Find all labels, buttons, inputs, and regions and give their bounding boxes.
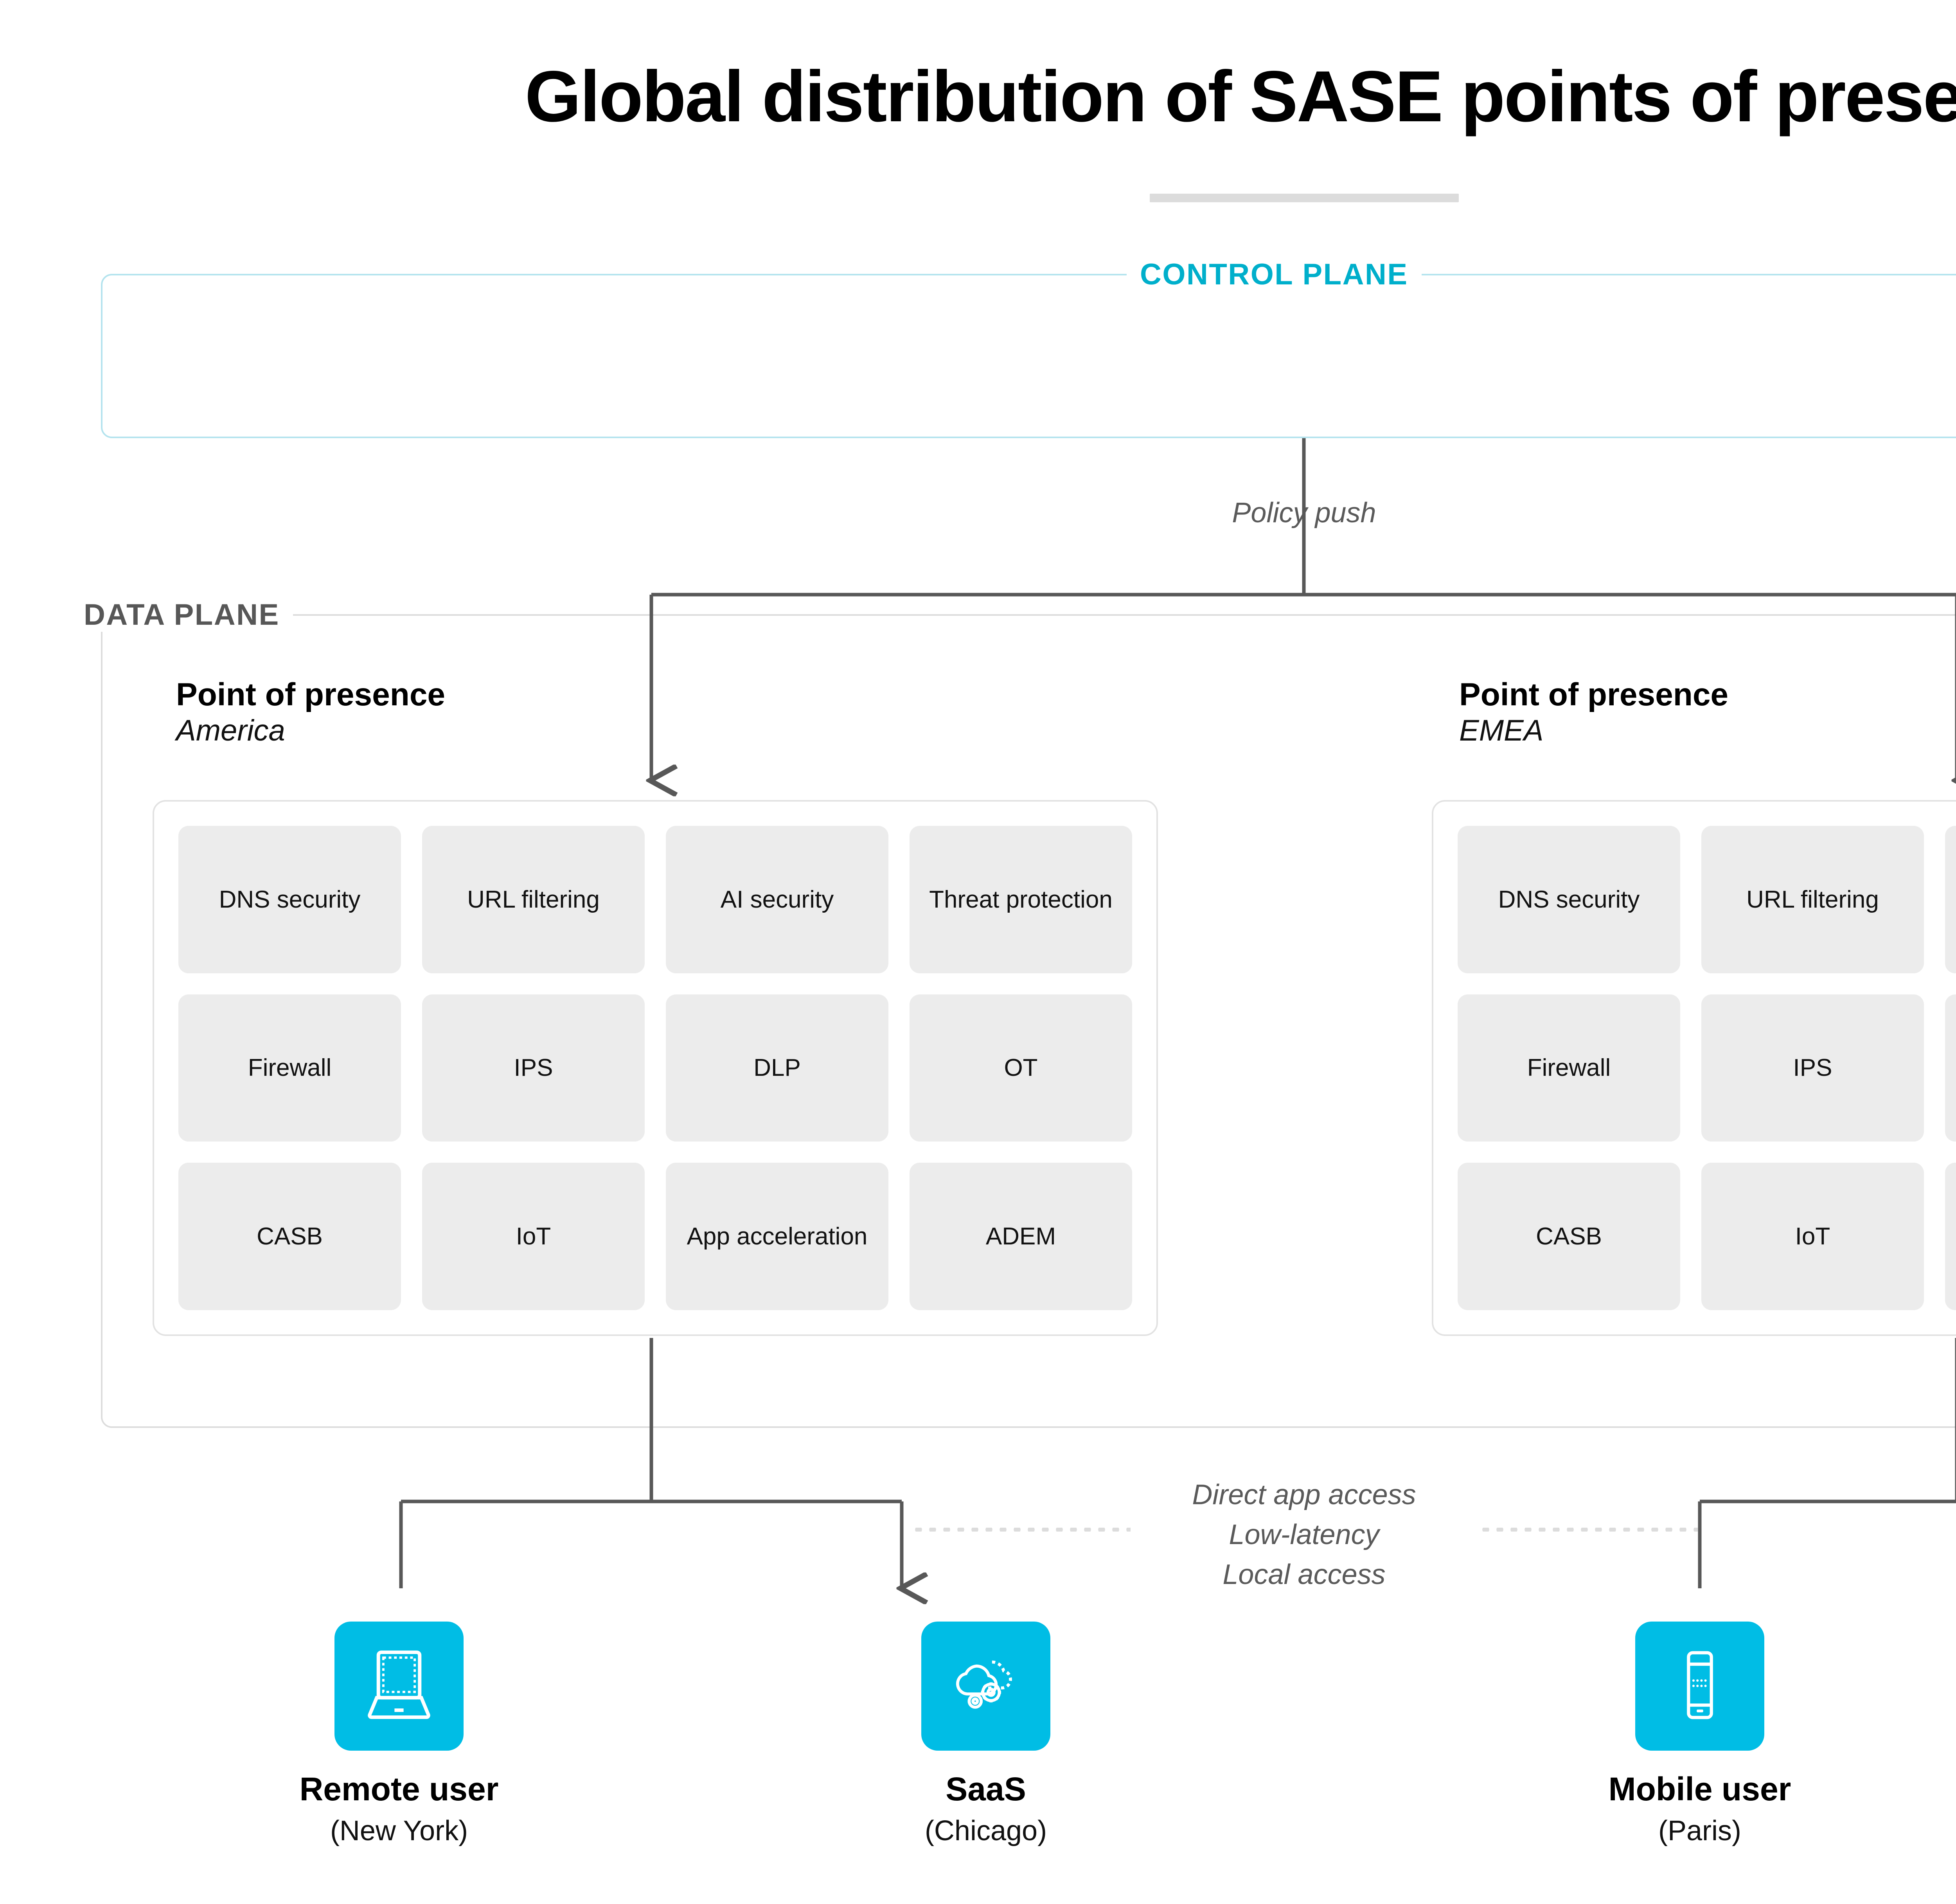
service-tile[interactable]: IPS — [422, 994, 645, 1142]
access-note: Low-latency — [1229, 1519, 1379, 1551]
endpoint-mobile-user[interactable]: Mobile user (Paris) — [1582, 1622, 1817, 1847]
service-tile[interactable]: ADEM — [910, 1163, 1132, 1310]
title-divider — [1149, 194, 1459, 202]
endpoint-label: Remote user — [299, 1771, 499, 1807]
endpoint-icon-tile — [334, 1622, 464, 1751]
access-note: Direct app access — [1192, 1479, 1416, 1510]
endpoint-saas[interactable]: SaaS (Chicago) — [868, 1622, 1103, 1847]
control-plane-panel — [101, 274, 1956, 438]
service-tile[interactable]: CASB — [178, 1163, 401, 1310]
service-tile[interactable]: URL filtering — [1701, 826, 1924, 973]
smartphone-icon — [1664, 1649, 1736, 1723]
pop-region: EMEA — [1459, 714, 1544, 747]
service-tile[interactable]: OT — [910, 994, 1132, 1142]
endpoint-label: SaaS — [946, 1771, 1026, 1807]
cloud-gears-icon — [948, 1647, 1024, 1725]
service-tile[interactable]: CASB — [1458, 1163, 1680, 1310]
access-note: Local access — [1222, 1559, 1386, 1591]
service-tile[interactable]: DNS security — [178, 826, 401, 973]
endpoint-remote-user[interactable]: Remote user (New York) — [282, 1622, 516, 1847]
service-tile[interactable]: Threat protection — [910, 826, 1132, 973]
data-plane-panel — [101, 614, 1956, 1428]
service-tile[interactable]: App acceleration — [1945, 1163, 1956, 1310]
service-tile[interactable]: DNS security — [1458, 826, 1680, 973]
control-plane-label: CONTROL PLANE — [1127, 257, 1422, 291]
pop-box-america: DNS security URL filtering AI security T… — [153, 800, 1158, 1336]
dotted-connector-left — [911, 1528, 1131, 1532]
pop-title: Point of presence — [176, 677, 446, 712]
pop-box-emea: DNS security URL filtering AI security T… — [1432, 800, 1956, 1336]
endpoint-location: (Paris) — [1658, 1815, 1741, 1847]
page-title: Global distribution of SASE points of pr… — [525, 56, 1956, 137]
service-tile[interactable]: AI security — [1945, 826, 1956, 973]
service-tile[interactable]: IPS — [1701, 994, 1924, 1142]
endpoint-location: (Chicago) — [924, 1815, 1047, 1847]
endpoint-label: Mobile user — [1608, 1771, 1791, 1807]
service-tile[interactable]: App acceleration — [666, 1163, 888, 1310]
service-tile[interactable]: DLP — [1945, 994, 1956, 1142]
service-tile[interactable]: AI security — [666, 826, 888, 973]
pop-title: Point of presence — [1459, 677, 1729, 712]
endpoint-icon-tile — [921, 1622, 1050, 1751]
laptop-icon — [362, 1648, 436, 1724]
access-notes: Direct app access Low-latency Local acce… — [1011, 1475, 1598, 1595]
endpoint-location: (New York) — [330, 1815, 468, 1847]
service-tile[interactable]: URL filtering — [422, 826, 645, 973]
service-tile[interactable]: IoT — [1701, 1163, 1924, 1310]
pop-heading-america: Point of presence America — [176, 677, 445, 748]
service-tile[interactable]: DLP — [666, 994, 888, 1142]
pop-heading-emea: Point of presence EMEA — [1459, 677, 1728, 748]
policy-push-label: Policy push — [1232, 497, 1376, 529]
service-tile[interactable]: Firewall — [178, 994, 401, 1142]
data-plane-label: DATA PLANE — [70, 598, 293, 632]
pop-region: America — [176, 714, 285, 747]
service-tile[interactable]: IoT — [422, 1163, 645, 1310]
dotted-connector-right — [1479, 1528, 1698, 1532]
service-tile[interactable]: Firewall — [1458, 994, 1680, 1142]
endpoint-icon-tile — [1635, 1622, 1764, 1751]
